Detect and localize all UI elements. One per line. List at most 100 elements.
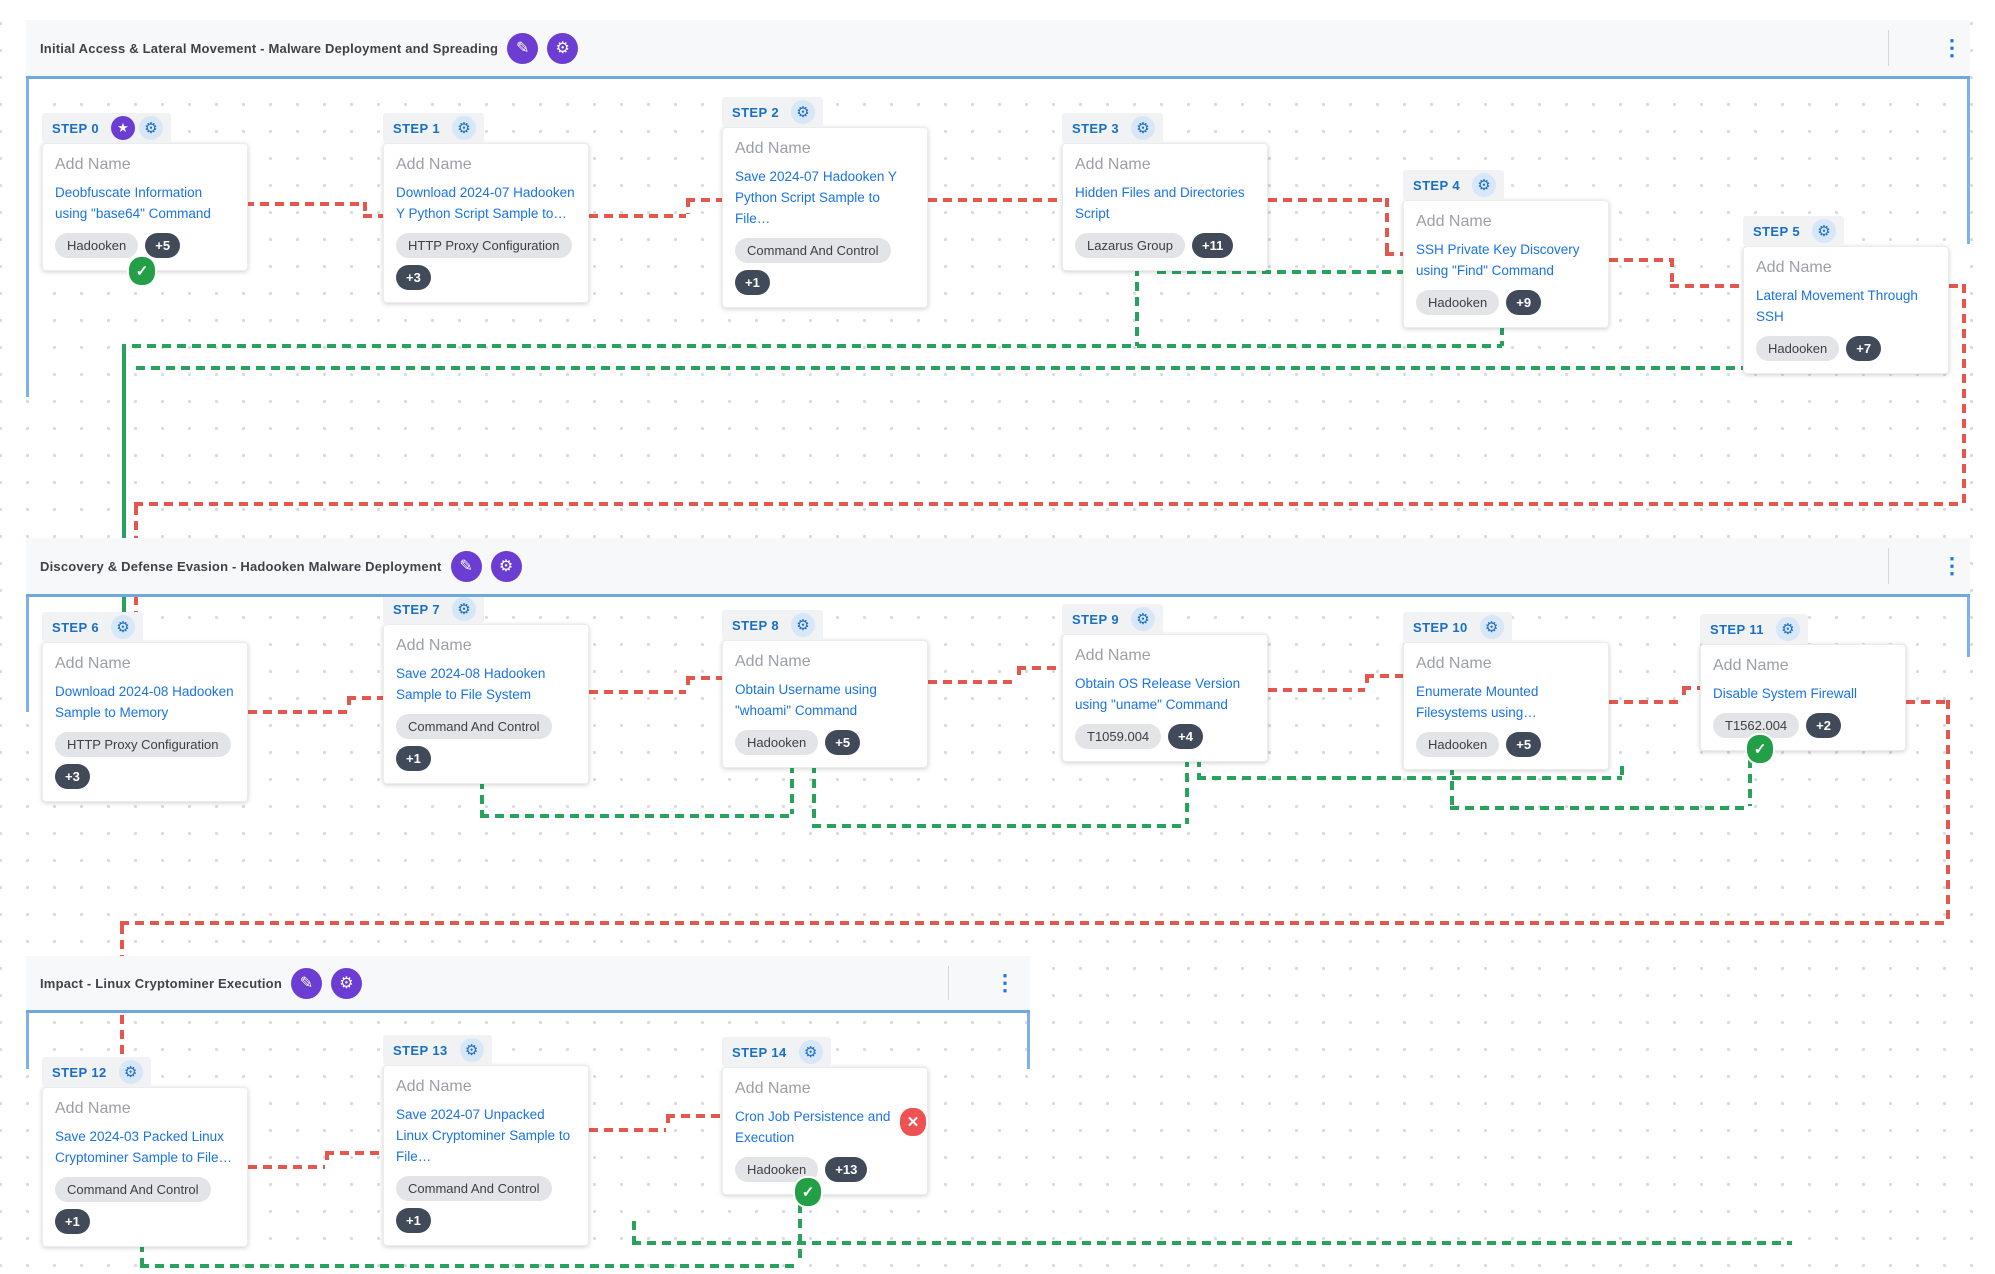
tag-pill[interactable]: HTTP Proxy Configuration [396, 233, 572, 258]
tag-count-pill[interactable]: +11 [1192, 233, 1234, 258]
step-card-1[interactable]: Add Name Download 2024-07 Hadooken Y Pyt… [383, 143, 589, 303]
scenario-link[interactable]: Disable System Firewall [1713, 686, 1858, 701]
edit-section-button[interactable]: ✎ [290, 967, 322, 999]
add-name-field[interactable]: Add Name [1713, 657, 1789, 674]
step-card-12[interactable]: Add Name Save 2024-03 Packed Linux Crypt… [42, 1087, 248, 1247]
scenario-link[interactable]: Cron Job Persistence and Execution [735, 1109, 891, 1145]
step-settings-button[interactable]: ⚙ [451, 116, 476, 140]
step-card-13[interactable]: Add Name Save 2024-07 Unpacked Linux Cry… [383, 1065, 589, 1246]
scenario-link[interactable]: Save 2024-03 Packed Linux Cryptominer Sa… [55, 1129, 233, 1165]
add-name-field[interactable]: Add Name [1416, 213, 1492, 230]
tag-pill[interactable]: Hadooken [735, 730, 819, 755]
scenario-link[interactable]: Deobfuscate Information using "base64" C… [55, 185, 211, 221]
tag-count-pill[interactable]: +3 [55, 764, 90, 789]
step-settings-button[interactable]: ⚙ [790, 100, 815, 124]
tag-count-pill[interactable]: +1 [55, 1209, 90, 1234]
tag-count-pill[interactable]: +4 [1168, 724, 1203, 749]
auto-generate-button[interactable]: ⚙ [330, 967, 362, 999]
scenario-link[interactable]: Download 2024-07 Hadooken Y Python Scrip… [396, 185, 575, 221]
tag-count-pill[interactable]: +1 [396, 1208, 431, 1233]
tag-count-pill[interactable]: +1 [735, 270, 770, 295]
step-card-2[interactable]: Add Name Save 2024-07 Hadooken Y Python … [722, 127, 928, 308]
step-settings-button[interactable]: ⚙ [118, 1060, 143, 1084]
step-card-10[interactable]: Add Name Enumerate Mounted Filesystems u… [1403, 642, 1609, 770]
add-name-field[interactable]: Add Name [1075, 156, 1151, 173]
tag-count-pill[interactable]: +7 [1846, 336, 1882, 361]
add-name-field[interactable]: Add Name [396, 156, 472, 173]
step-card-4[interactable]: Add Name SSH Private Key Discovery using… [1403, 200, 1609, 328]
step-settings-button[interactable]: ⚙ [1775, 617, 1800, 641]
tag-pill[interactable]: Command And Control [396, 714, 552, 739]
add-name-field[interactable]: Add Name [735, 1080, 811, 1097]
scenario-link[interactable]: Save 2024-07 Hadooken Y Python Script Sa… [735, 169, 897, 226]
tag-count-pill[interactable]: +5 [825, 730, 861, 755]
tag-count-pill[interactable]: +2 [1806, 713, 1841, 738]
tag-count-pill[interactable]: +3 [396, 265, 431, 290]
step-card-7[interactable]: Add Name Save 2024-08 Hadooken Sample to… [383, 624, 589, 784]
step-settings-button[interactable]: ⚙ [110, 615, 135, 639]
add-name-field[interactable]: Add Name [55, 156, 131, 173]
gear-icon: ⚙ [1477, 177, 1491, 194]
add-name-field[interactable]: Add Name [1075, 647, 1151, 664]
tag-pill[interactable]: Hadooken [1416, 732, 1500, 757]
step-settings-button[interactable]: ⚙ [790, 613, 815, 637]
step-card-14[interactable]: Add Name Cron Job Persistence and Execut… [722, 1067, 928, 1195]
scenario-link[interactable]: Obtain OS Release Version using "uname" … [1075, 676, 1241, 712]
step-settings-button[interactable]: ⚙ [1479, 615, 1504, 639]
add-name-field[interactable]: Add Name [1756, 259, 1832, 276]
section-menu-button[interactable]: ⋮ [1941, 35, 1963, 60]
tag-pill[interactable]: Command And Control [55, 1177, 211, 1202]
scenario-link[interactable]: Save 2024-08 Hadooken Sample to File Sys… [396, 666, 546, 702]
step-settings-button[interactable]: ⚙ [1130, 116, 1155, 140]
tag-pill[interactable]: Hadooken [1416, 290, 1500, 315]
scenario-link[interactable]: Obtain Username using "whoami" Command [735, 682, 877, 718]
step-card-11[interactable]: Add Name Disable System Firewall T1562.0… [1700, 644, 1906, 751]
add-name-field[interactable]: Add Name [735, 653, 811, 670]
step-card-0[interactable]: Add Name Deobfuscate Information using "… [42, 143, 248, 271]
tag-count-pill[interactable]: +5 [145, 233, 181, 258]
tag-pill[interactable]: HTTP Proxy Configuration [55, 732, 231, 757]
step-settings-button[interactable]: ⚙ [459, 1038, 484, 1062]
star-button[interactable]: ★ [110, 116, 135, 140]
add-name-field[interactable]: Add Name [396, 637, 472, 654]
step-settings-button[interactable]: ⚙ [798, 1040, 823, 1064]
auto-generate-button[interactable]: ⚙ [547, 32, 579, 64]
tag-count-pill[interactable]: +1 [396, 746, 431, 771]
step-card-8[interactable]: Add Name Obtain Username using "whoami" … [722, 640, 928, 768]
tag-count-pill[interactable]: +13 [825, 1157, 868, 1182]
tag-pill[interactable]: Command And Control [396, 1176, 552, 1201]
tag-pill[interactable]: Command And Control [735, 238, 891, 263]
tag-pill[interactable]: T1059.004 [1075, 724, 1162, 749]
add-name-field[interactable]: Add Name [735, 140, 811, 157]
auto-generate-button[interactable]: ⚙ [490, 550, 522, 582]
scenario-link[interactable]: SSH Private Key Discovery using "Find" C… [1416, 242, 1580, 278]
edit-section-button[interactable]: ✎ [450, 550, 482, 582]
edit-section-button[interactable]: ✎ [507, 32, 539, 64]
tag-pill[interactable]: Lazarus Group [1075, 233, 1185, 258]
step-settings-button[interactable]: ⚙ [1471, 173, 1496, 197]
section-menu-button[interactable]: ⋮ [1941, 553, 1963, 578]
step-settings-button[interactable]: ⚙ [451, 597, 476, 621]
step-card-3[interactable]: Add Name Hidden Files and Directories Sc… [1062, 143, 1268, 271]
add-name-field[interactable]: Add Name [1416, 655, 1492, 672]
scenario-link[interactable]: Save 2024-07 Unpacked Linux Cryptominer … [396, 1107, 571, 1164]
add-name-field[interactable]: Add Name [55, 655, 131, 672]
section-menu-button[interactable]: ⋮ [994, 970, 1016, 995]
step-settings-button[interactable]: ⚙ [1130, 607, 1155, 631]
tag-pill[interactable]: Hadooken [55, 233, 139, 258]
scenario-link[interactable]: Hidden Files and Directories Script [1075, 185, 1245, 221]
connector-red [363, 214, 383, 218]
step-card-5[interactable]: Add Name Lateral Movement Through SSH Ha… [1743, 246, 1949, 374]
add-name-field[interactable]: Add Name [396, 1078, 472, 1095]
tag-pill[interactable]: Hadooken [1756, 336, 1840, 361]
scenario-link[interactable]: Download 2024-08 Hadooken Sample to Memo… [55, 684, 234, 720]
step-card-6[interactable]: Add Name Download 2024-08 Hadooken Sampl… [42, 642, 248, 802]
scenario-link[interactable]: Enumerate Mounted Filesystems using… [1416, 684, 1539, 720]
step-settings-button[interactable]: ⚙ [138, 116, 163, 140]
step-card-9[interactable]: Add Name Obtain OS Release Version using… [1062, 634, 1268, 762]
tag-count-pill[interactable]: +9 [1506, 290, 1542, 315]
scenario-link[interactable]: Lateral Movement Through SSH [1756, 288, 1918, 324]
add-name-field[interactable]: Add Name [55, 1100, 131, 1117]
tag-count-pill[interactable]: +5 [1506, 732, 1542, 757]
step-settings-button[interactable]: ⚙ [1811, 219, 1836, 243]
